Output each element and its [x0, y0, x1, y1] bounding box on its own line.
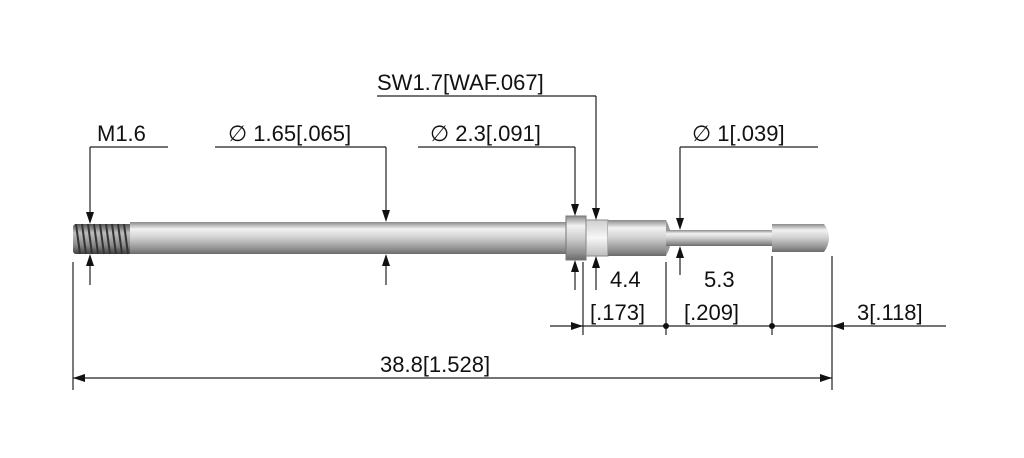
overall-length-label: 38.8[1.528]	[380, 352, 490, 377]
collar-length-metric: 4.4	[610, 267, 641, 292]
arrowheads	[73, 204, 844, 382]
probe-body	[73, 215, 829, 261]
tip-length-label: 3[.118]	[857, 300, 923, 325]
collar-diameter-label: ∅ 2.3[.091]	[430, 121, 541, 146]
dim-dot-left	[663, 323, 669, 329]
hex-flat	[585, 219, 609, 257]
thread-section	[73, 223, 132, 255]
leader-lines	[72, 95, 946, 390]
barrel	[608, 220, 666, 256]
dim-dot-right	[769, 323, 775, 329]
hex-width-label: SW1.7[WAF.067]	[377, 70, 544, 95]
plunger-length-metric: 5.3	[704, 267, 735, 292]
thread-label: M1.6	[97, 121, 146, 146]
shaft	[130, 222, 570, 254]
shaft-diameter-label: ∅ 1.65[.065]	[228, 121, 351, 146]
plunger-length-inch: [.209]	[684, 300, 739, 325]
plunger-tip	[772, 224, 829, 252]
tip-diameter-label: ∅ 1[.039]	[692, 121, 785, 146]
collar-length-inch: [.173]	[590, 300, 645, 325]
plunger	[666, 230, 774, 246]
collar	[565, 215, 587, 261]
